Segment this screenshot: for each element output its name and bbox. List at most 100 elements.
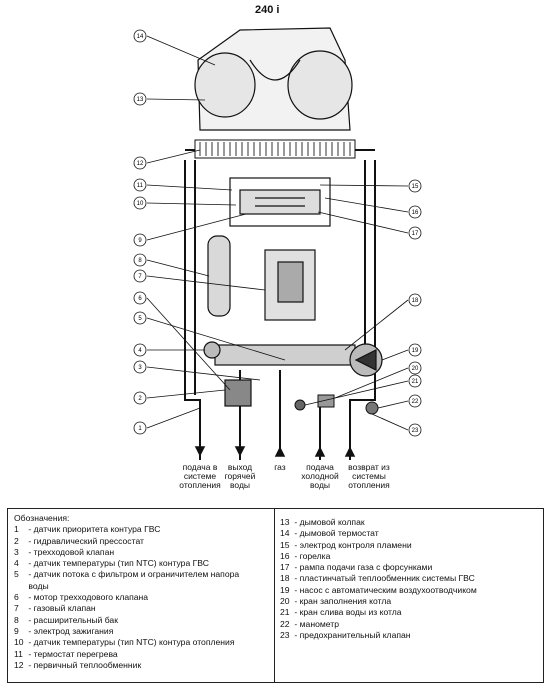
legend-item-text: - гидравлический прессостат [26, 535, 144, 546]
flue-hood [194, 27, 353, 131]
legend-item: 16 - горелка [280, 551, 540, 562]
label-hot-water: выход горячей воды [218, 463, 262, 490]
legend-item-number: 19 [280, 584, 290, 595]
callout-number: 7 [138, 274, 142, 280]
legend-item-text: - датчик потока с фильтром и ограничител… [26, 569, 240, 580]
legend-left-column: Обозначения: 1 - датчик приоритета конту… [14, 513, 270, 671]
legend-item-text: воды [26, 580, 49, 591]
legend-item: 20 - кран заполнения котла [280, 596, 540, 607]
legend-item-number: 8 [14, 614, 19, 625]
legend-item: 21 - кран слива воды из котла [280, 607, 540, 618]
label-line: холодной [301, 471, 339, 481]
label-line: выход [227, 462, 253, 472]
legend-item: 1 - датчик приоритета контура ГВС [14, 524, 270, 535]
legend-item: 7 - газовый клапан [14, 603, 270, 614]
legend-item: воды [14, 581, 270, 592]
callout-circles [133, 29, 422, 437]
callout-number: 21 [412, 379, 419, 385]
legend-item-number: 4 [14, 558, 19, 569]
pump [349, 343, 383, 377]
legend-item-text: - мотор трехходового клапана [26, 592, 149, 603]
legend-item-number: 21 [280, 607, 290, 618]
label-line: воды [229, 480, 251, 490]
combustion-chamber [229, 177, 331, 227]
legend-item-number: 13 [280, 517, 290, 527]
legend-item-text: - расширительный бак [26, 614, 118, 625]
legend-item: 22 - манометр [280, 619, 540, 630]
legend-item-text: - дымовой колпак [292, 517, 365, 527]
legend-box: Обозначения: 1 - датчик приоритета конту… [7, 508, 544, 683]
label-line: воды [309, 480, 331, 490]
legend-item-text: - электрод контроля пламени [292, 539, 412, 550]
label-line: возврат из [348, 462, 390, 472]
label-line: подача [306, 462, 334, 472]
legend-item: 14 - дымовой термостат [280, 528, 540, 539]
callout-number: 8 [138, 258, 142, 264]
callout-number: 17 [412, 231, 419, 237]
legend-item-text: - насос с автоматическим воздухоотводчик… [292, 584, 477, 595]
legend-item: 23 - предохранительный клапан [280, 630, 540, 641]
callout-number: 5 [138, 316, 142, 322]
legend-item-number: 12 [14, 659, 24, 670]
callout-number: 14 [137, 34, 144, 40]
legend-item: 8 - расширительный бак [14, 615, 270, 626]
label-supply: подача в системе отопления [176, 463, 224, 490]
label-line: системы [352, 471, 386, 481]
legend-item-number: 7 [14, 603, 19, 614]
legend-item-number: 3 [14, 546, 19, 557]
label-line: горячей [224, 471, 256, 481]
pipework [184, 149, 376, 460]
legend-item-text: - манометр [292, 618, 339, 629]
legend-item: 18 - пластинчатый теплообменник системы … [280, 573, 540, 584]
legend-item-number: 11 [14, 648, 23, 659]
gas-valve [264, 249, 316, 321]
legend-item-text: - первичный теплообменник [26, 659, 142, 670]
label-gas: газ [274, 462, 286, 472]
legend-item: 3 - трехходовой клапан [14, 547, 270, 558]
legend-item-number: 18 [280, 573, 290, 584]
callout-number: 12 [137, 161, 144, 167]
legend-item-text: - электрод зажигания [26, 625, 114, 636]
diagram-title: 240 i [255, 4, 280, 16]
legend-item-number: 1 [14, 524, 19, 535]
legend-item: 15 - электрод контроля пламени [280, 540, 540, 551]
callout-number: 22 [412, 399, 419, 405]
legend-item-number: 23 [280, 629, 290, 640]
legend-item-text: - датчик приоритета контура ГВС [26, 524, 161, 535]
legend-item: 12 - первичный теплообменник [14, 660, 270, 671]
callout-number: 9 [138, 238, 142, 244]
legend-item-number: 20 [280, 596, 290, 607]
legend-item: 5 - датчик потока с фильтром и ограничит… [14, 569, 270, 580]
callout-number: 13 [137, 97, 144, 103]
legend-item: 13 - дымовой колпак [280, 517, 540, 528]
legend-item-number: 14 [280, 528, 290, 539]
callout-number: 6 [138, 296, 142, 302]
callout-number: 1 [138, 426, 142, 432]
label-return: возврат из системы отопления [342, 463, 396, 490]
valves [294, 394, 379, 415]
callout-number: 16 [412, 210, 419, 216]
label-line: подача в [182, 462, 218, 472]
legend-item-text: - датчик температуры (тип NTC) контура Г… [26, 558, 209, 569]
legend-item: 2 - гидравлический прессостат [14, 536, 270, 547]
legend-item: 9 - электрод зажигания [14, 626, 270, 637]
callout-number: 23 [412, 428, 419, 434]
legend-item-number: 16 [280, 550, 290, 561]
legend-item-text: - газовый клапан [26, 603, 96, 614]
legend-heading: Обозначения: [14, 513, 70, 523]
plate-heat-exchanger [214, 344, 356, 366]
callout-number: 4 [138, 348, 142, 354]
legend-item-text: - горелка [292, 550, 331, 561]
label-cold-water: подача холодной воды [296, 463, 344, 490]
callout-number: 10 [137, 201, 144, 207]
legend-item: 6 - мотор трехходового клапана [14, 592, 270, 603]
legend-item-number: 17 [280, 562, 290, 573]
expansion-tank [207, 235, 231, 317]
legend-item-text: - кран заполнения котла [292, 596, 392, 607]
label-line: отопления [179, 480, 221, 490]
legend-item: 11 - термостат перегрева [14, 649, 270, 660]
